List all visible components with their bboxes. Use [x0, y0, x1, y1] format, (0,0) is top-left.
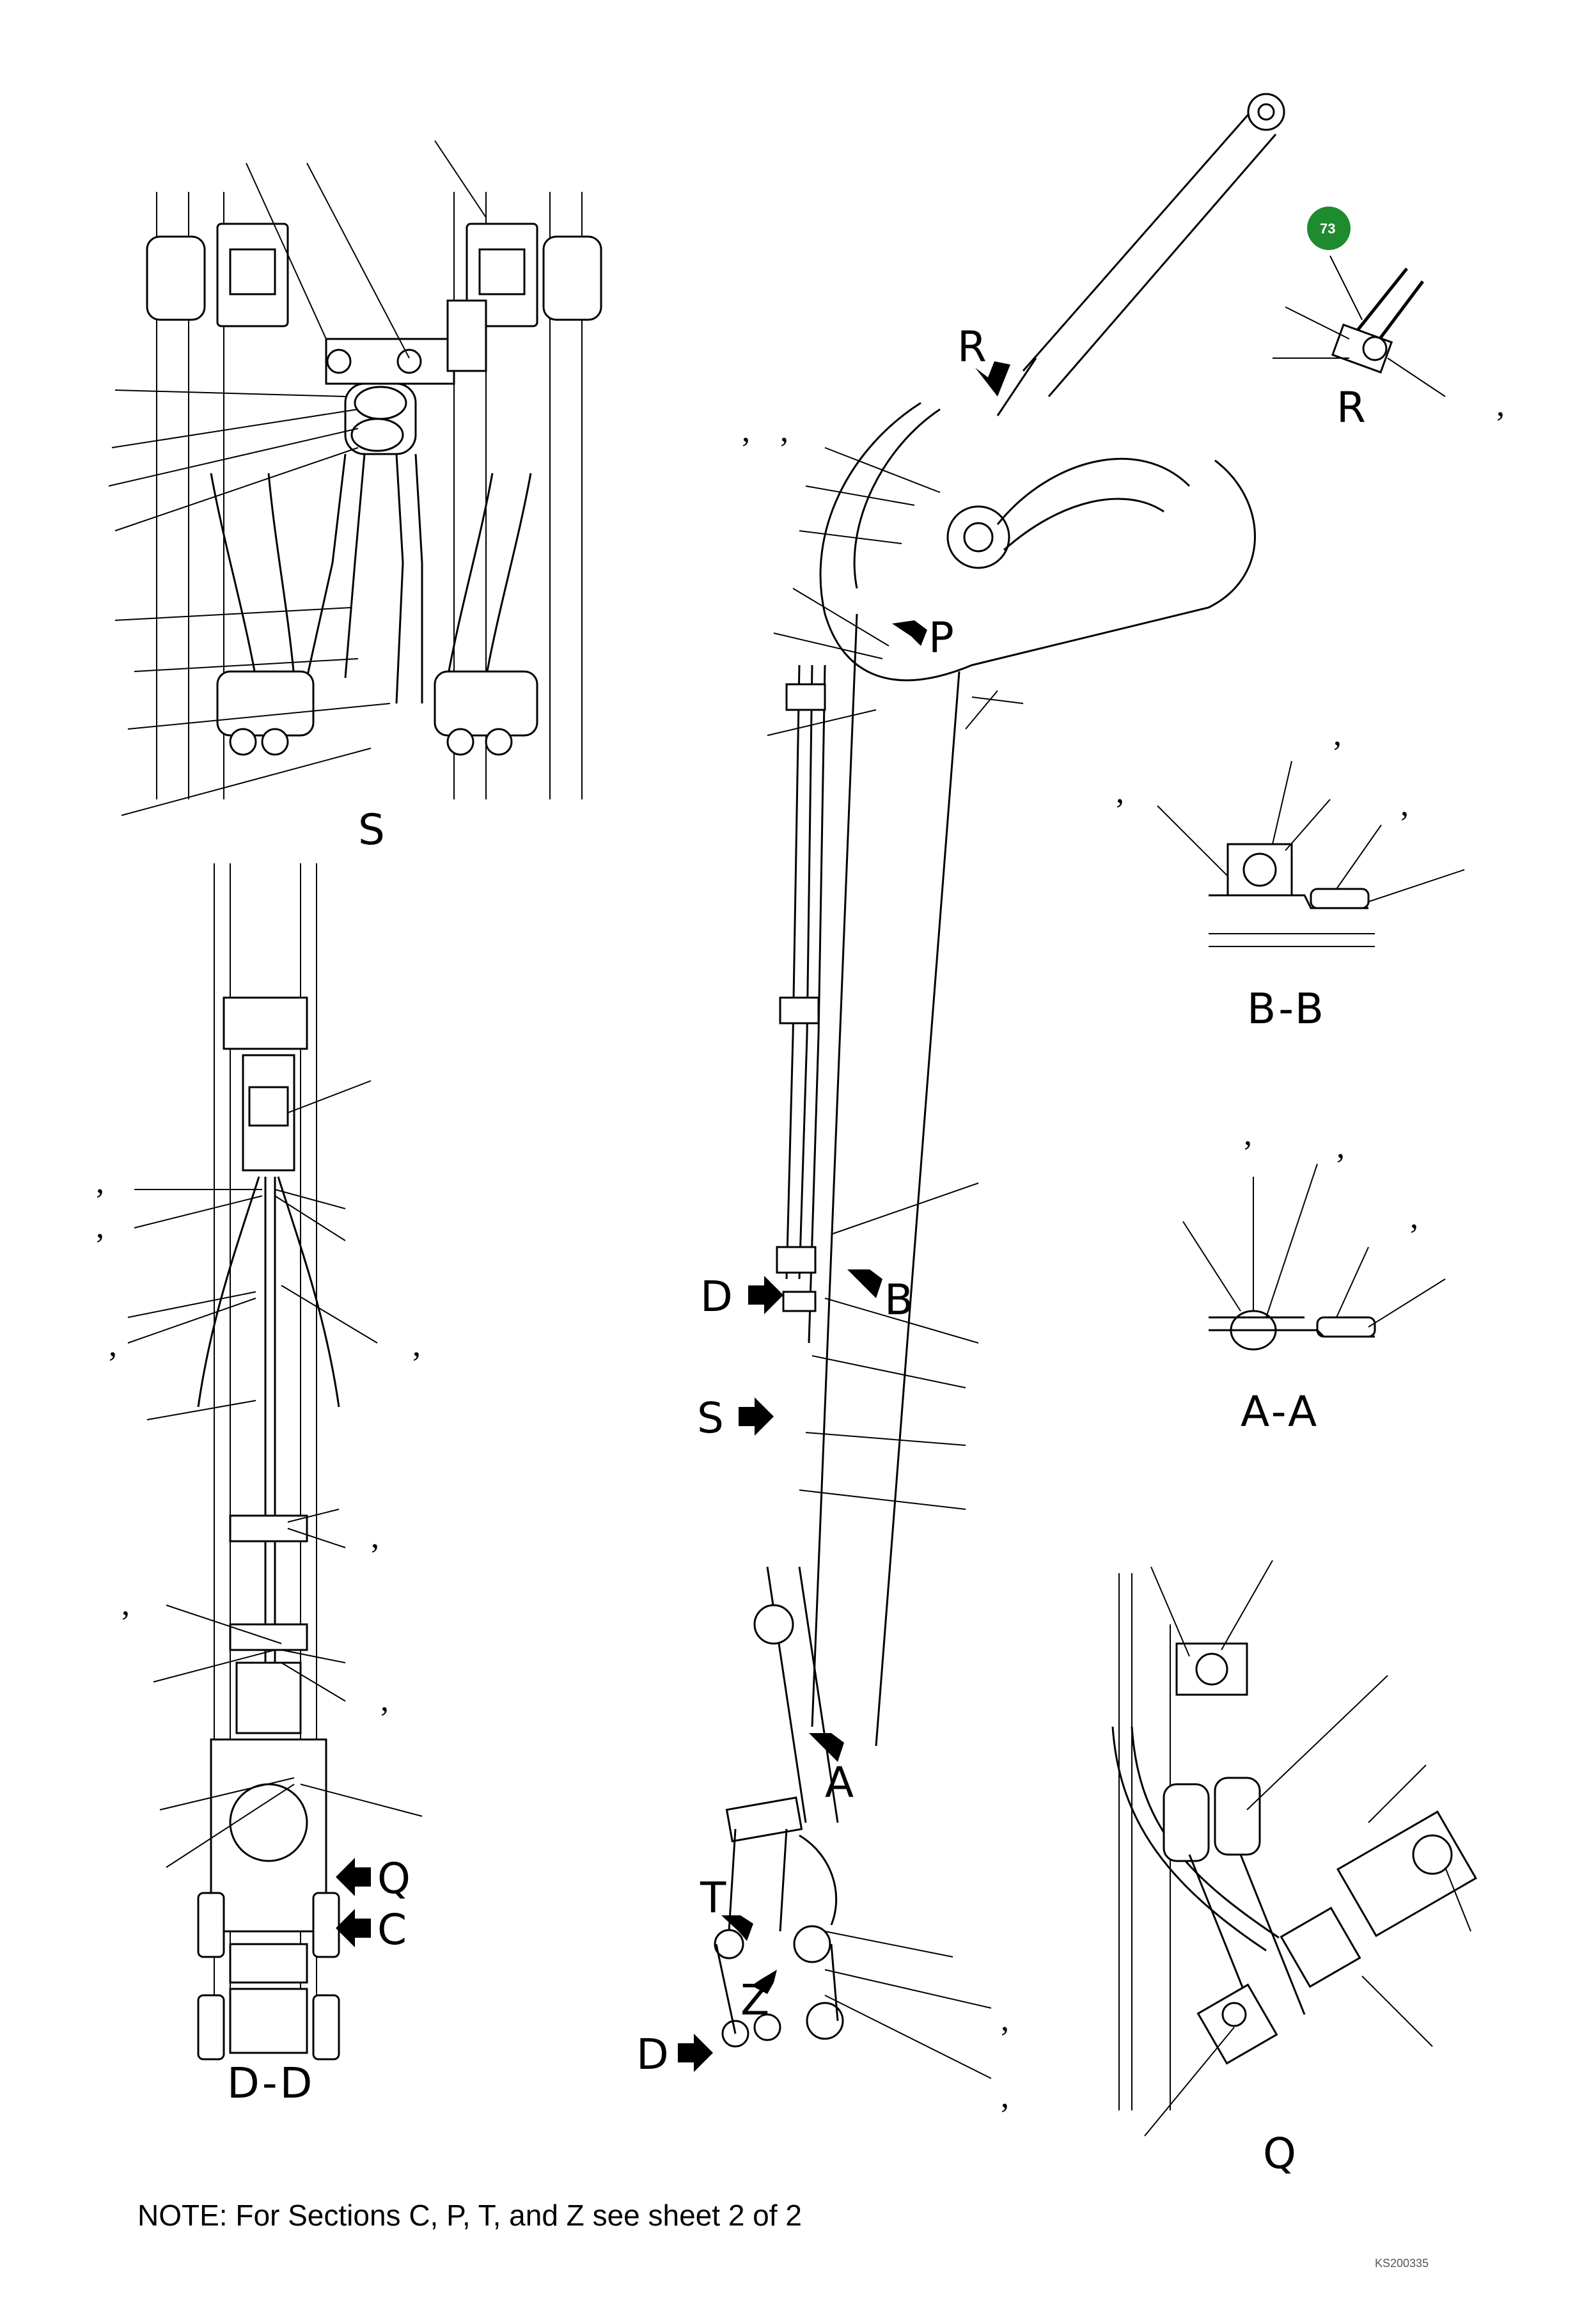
detail-view-r: 73 R ,: [1273, 207, 1505, 432]
view-label-b-b: B-B: [1247, 984, 1326, 1033]
arrow-label-a: A: [825, 1758, 854, 1807]
svg-text:,: ,: [1001, 2078, 1009, 2115]
svg-text:,: ,: [1001, 2002, 1009, 2038]
separator-marks: , , , , , , , , , , , , , , , , ,: [96, 412, 1418, 2115]
svg-text:,: ,: [1496, 387, 1505, 423]
svg-text:,: ,: [380, 1682, 389, 1718]
detail-view-q: Q: [1111, 1560, 1477, 2178]
detail-view-d-d: D-D: [127, 863, 423, 2108]
svg-text:,: ,: [1410, 1199, 1418, 1236]
svg-text:,: ,: [412, 1327, 421, 1363]
footer-note: NOTE: For Sections C, P, T, and Z see sh…: [137, 2199, 802, 2232]
arrow-label-z: Z: [740, 1975, 769, 2025]
arrow-label-c: C: [377, 1905, 407, 1954]
arrow-label-b: B: [884, 1275, 913, 1324]
svg-text:,: ,: [1244, 1116, 1252, 1152]
svg-text:,: ,: [780, 412, 788, 449]
detail-view-a-a: A-A: [1182, 1163, 1446, 1436]
view-label-r: R: [1336, 383, 1368, 432]
arrow-label-r: R: [957, 322, 987, 372]
view-label-d-d: D-D: [227, 2059, 315, 2108]
svg-text:,: ,: [371, 1519, 379, 1555]
svg-text:,: ,: [96, 1209, 104, 1245]
svg-text:,: ,: [1333, 716, 1342, 753]
detail-view-s: S: [108, 140, 602, 854]
drawing-code: KS200335: [1375, 2257, 1429, 2270]
detail-view-b-b: B-B: [1157, 760, 1465, 1033]
svg-text:,: ,: [121, 1586, 130, 1622]
view-label-a-a: A-A: [1241, 1387, 1319, 1436]
arrow-label-d-lower: D: [636, 2030, 669, 2079]
svg-text:,: ,: [1400, 787, 1409, 823]
svg-text:,: ,: [109, 1327, 117, 1363]
callout-badge-number: 73: [1320, 221, 1335, 237]
callout-badge: [1307, 207, 1351, 250]
arrow-label-q: Q: [377, 1854, 411, 1903]
boom-assembly: [714, 93, 1285, 2079]
svg-text:,: ,: [96, 1164, 104, 1200]
svg-text:,: ,: [1336, 1129, 1345, 1165]
view-label-s: S: [358, 805, 388, 854]
svg-text:,: ,: [1116, 774, 1124, 810]
svg-text:,: ,: [742, 412, 750, 449]
section-arrows: R P D B S A T Z D Q C: [336, 322, 1010, 2079]
arrow-label-p: P: [929, 613, 954, 663]
arrow-label-t: T: [700, 1873, 726, 1922]
arrow-label-s: S: [697, 1394, 724, 1443]
view-label-q: Q: [1263, 2129, 1299, 2178]
arrow-label-d-upper: D: [700, 1272, 733, 1321]
